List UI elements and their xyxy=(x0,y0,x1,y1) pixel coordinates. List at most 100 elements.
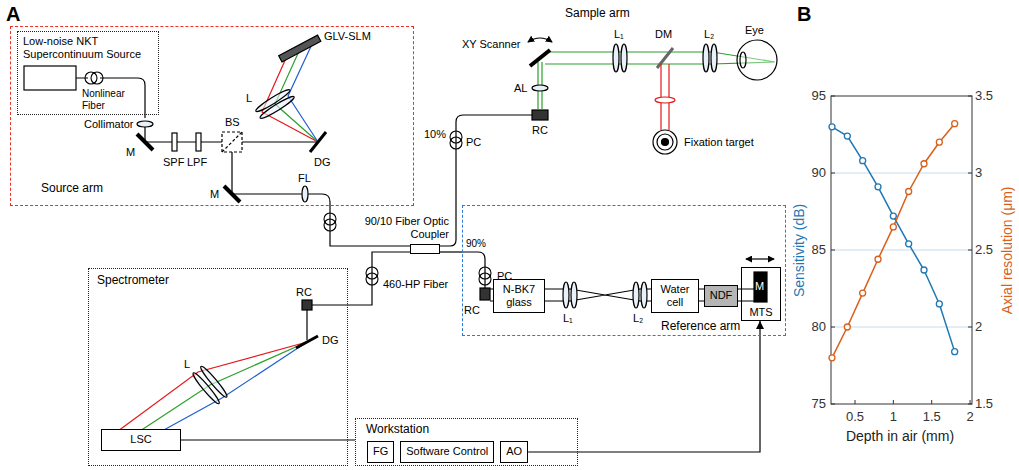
long-pass-filter xyxy=(196,133,201,151)
workstation-region: WorkstationFGSoftware ControlAO xyxy=(355,418,578,466)
reflective-collimator xyxy=(302,300,312,310)
lens xyxy=(703,44,709,72)
component-label: Nonlinear Fiber xyxy=(82,88,138,112)
tick-mark xyxy=(893,400,894,404)
fixation-target xyxy=(662,139,669,146)
node-label: 90/10 Fiber Optic Coupler xyxy=(359,215,449,241)
node-label: Reference arm xyxy=(661,319,740,333)
fiber xyxy=(440,115,532,246)
software-box: Software Control xyxy=(400,441,494,462)
tick-label: 3.5 xyxy=(975,88,993,104)
grid-line xyxy=(831,250,972,251)
fixation-target xyxy=(653,130,677,154)
node-label: Software Control xyxy=(406,445,488,458)
axis-title: Sensitivity (dB) xyxy=(792,203,809,296)
component-label: L xyxy=(184,358,190,371)
component-label: RC xyxy=(532,124,548,137)
fiber xyxy=(76,78,145,118)
fiber xyxy=(312,304,348,305)
resolution-point xyxy=(952,121,958,127)
collimator-lens xyxy=(137,121,153,127)
target-lens xyxy=(655,97,675,103)
output-box: AO xyxy=(500,441,528,462)
sensitivity-point xyxy=(890,213,896,219)
chart-frame xyxy=(829,121,958,361)
tick-label: 1.5 xyxy=(975,396,993,412)
short-pass-filter xyxy=(172,133,177,151)
fiber xyxy=(462,252,485,288)
fiber xyxy=(308,194,330,206)
fixation-target xyxy=(657,134,673,150)
tick-mark xyxy=(968,250,972,251)
sensitivity-point xyxy=(829,124,835,130)
fiber-loop xyxy=(479,273,491,285)
tick-mark xyxy=(968,96,972,97)
mirror xyxy=(137,134,153,150)
beam xyxy=(232,152,302,194)
spectrometer-optics xyxy=(118,300,348,431)
node-label: MTS xyxy=(742,306,780,319)
mirror xyxy=(224,186,240,202)
sensitivity-point xyxy=(906,241,912,247)
red-ray xyxy=(118,342,307,431)
node-label: LSC xyxy=(107,433,175,446)
glass-block: N-BK7 glass xyxy=(493,279,545,313)
component-label: PC xyxy=(466,136,481,149)
beam-splitter xyxy=(222,132,242,152)
lens xyxy=(641,282,647,308)
component-label: Fixation target xyxy=(684,136,754,149)
beam-splitter-face xyxy=(222,132,242,152)
component-label: L₂ xyxy=(704,28,714,41)
component-label: SPF xyxy=(163,156,184,169)
tick-mark xyxy=(931,400,932,404)
resolution-point xyxy=(875,256,881,262)
tick-label: 80 xyxy=(812,319,826,335)
tick-mark xyxy=(831,404,835,405)
component-label: AL xyxy=(514,82,527,95)
diffraction-grating xyxy=(296,336,318,348)
tick-mark xyxy=(831,173,835,174)
tick-label: 75 xyxy=(812,396,826,412)
fiber-connector xyxy=(181,439,355,440)
laser-head xyxy=(24,66,76,90)
resolution-point xyxy=(906,188,912,194)
lens xyxy=(711,44,717,72)
node-label: Spectrometer xyxy=(97,273,169,287)
component-label: RC xyxy=(296,286,312,299)
diffraction-grating xyxy=(310,132,326,152)
dichroic-mirror xyxy=(657,48,673,68)
lens xyxy=(613,44,619,72)
node-label: AO xyxy=(506,445,522,458)
beam xyxy=(306,310,307,340)
connector-label: 460-HP Fiber xyxy=(382,278,449,291)
scanner-mirror xyxy=(530,50,550,66)
tick-mark xyxy=(968,327,972,328)
polarization-controller xyxy=(85,72,491,285)
node-label: N-BK7 glass xyxy=(499,283,539,309)
panel-letter: A xyxy=(6,2,20,26)
axis-title: Depth in air (mm) xyxy=(846,428,954,445)
tick-label: 85 xyxy=(812,242,826,258)
sample-optics xyxy=(440,38,777,246)
component-label: M xyxy=(210,188,219,201)
component-label: Sample arm xyxy=(565,6,630,20)
tick-mark xyxy=(855,400,856,404)
sensitivity-point xyxy=(952,349,958,355)
chart-frame xyxy=(831,173,972,327)
fiber-loop xyxy=(91,72,103,84)
plot-frame xyxy=(831,96,972,404)
sensitivity-point xyxy=(921,267,927,273)
achromat-lens xyxy=(532,85,548,91)
sensitivity-curve xyxy=(832,127,955,352)
component-label: L₁ xyxy=(563,312,573,325)
eye-lens xyxy=(740,52,746,68)
lens xyxy=(563,282,569,308)
tick-label: 2 xyxy=(966,409,973,425)
tick-mark xyxy=(968,173,972,174)
component-label: 10% xyxy=(424,128,446,141)
fiber-coupler: 90/10 Fiber Optic Coupler xyxy=(410,244,440,254)
tick-label: 3 xyxy=(975,165,982,181)
